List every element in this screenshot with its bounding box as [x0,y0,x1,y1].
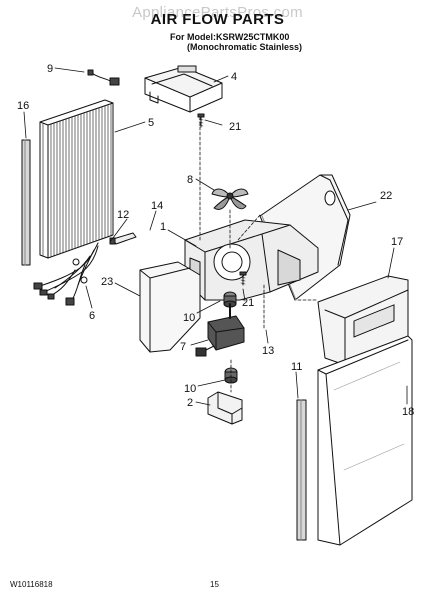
watermark: AppliancePartsPros.com [132,4,303,21]
part-5-evaporator [39,99,114,259]
callout-22: 22 [380,190,392,202]
callout-4: 4 [231,71,237,83]
model-line: For Model:KSRW25CTMK00 [170,32,290,42]
callout-18: 18 [402,406,414,418]
callout-9: 9 [47,63,53,75]
callout-labels: 9 4 16 5 21 8 22 14 12 1 17 23 21 10 6 1… [17,63,414,418]
callout-10-upper: 10 [183,312,195,324]
part-4-bracket [144,65,223,113]
callout-5: 5 [148,117,154,129]
variant-line: (Monochromatic Stainless) [187,42,303,52]
callout-10-lower: 10 [184,383,196,395]
callout-21-top: 21 [229,121,241,133]
part-11-foam-strip [296,399,307,541]
part-16-foam-strip [21,139,31,266]
callout-12: 12 [117,209,129,221]
part-23-side-duct [139,261,201,353]
part-9-connector [87,69,120,86]
rear-cover-panel [317,335,413,546]
document-number: W10116818 [10,580,53,589]
callout-13: 13 [262,345,274,357]
callout-14: 14 [151,200,163,212]
part-14-connector [109,232,137,245]
callout-1: 1 [160,221,166,233]
part-1-fan-housing [184,219,319,301]
page-title: AIR FLOW PARTS [150,11,285,28]
part-2-motor-bracket [207,391,243,425]
part-8-fan-blade [211,188,249,210]
part-7-fan-motor [195,303,245,357]
part-21-screw-middle [239,271,247,286]
leader-lines [23,67,408,406]
callout-23: 23 [101,276,113,288]
page-number: 15 [210,580,219,589]
callout-11: 11 [291,361,302,373]
callout-6: 6 [89,310,95,322]
callout-21-middle: 21 [242,297,254,309]
callout-7: 7 [180,341,186,353]
callout-16: 16 [17,100,29,112]
part-21-screw-top [197,113,205,128]
assembly-guide-lines [199,116,319,393]
part-17-upper-panel [317,275,409,366]
part-12-wire-harness [33,242,99,306]
callout-8: 8 [187,174,193,186]
callout-17: 17 [391,236,403,248]
callout-2: 2 [187,397,193,409]
